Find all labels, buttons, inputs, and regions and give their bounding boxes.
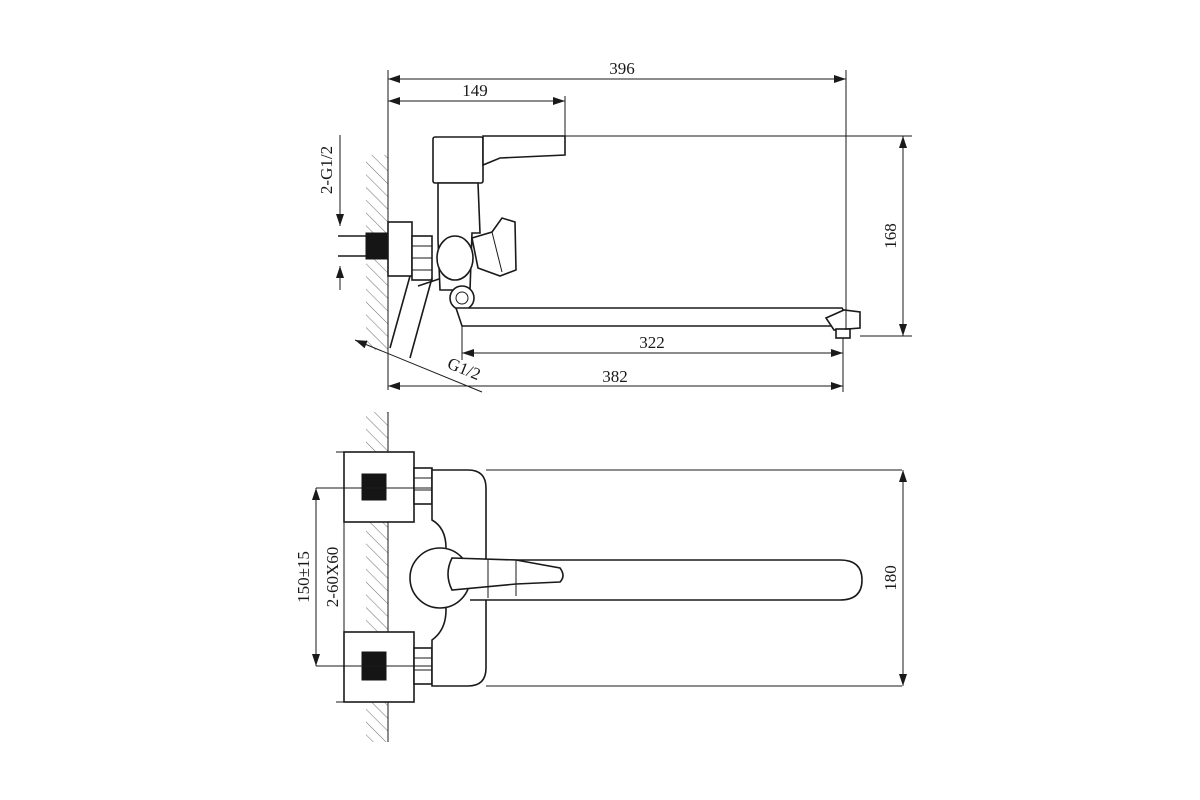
top-view: 180 150±15 2-60X60 [294, 412, 907, 742]
dim-eccentric: 2-60X60 [323, 451, 352, 703]
faucet-body [432, 135, 861, 339]
connection-fitting [338, 221, 443, 359]
dim-connection-thread: 2-G1/2 [317, 135, 344, 290]
dim-handle-offset: 149 [388, 81, 566, 136]
lever-plan [447, 557, 564, 591]
diverter-knob [471, 217, 517, 277]
dim-text-2-g1-2: 2-G1/2 [317, 146, 336, 194]
dim-text-180: 180 [881, 565, 900, 591]
dim-overall-length: 396 [387, 59, 847, 390]
thread-block-side [365, 232, 389, 260]
lever-handle [482, 135, 566, 167]
dim-text-168: 168 [881, 223, 900, 249]
dim-text-382: 382 [602, 367, 628, 386]
dim-diverter-thread: G1/2 [354, 339, 483, 393]
spout-plan [470, 559, 863, 601]
spout-side [454, 307, 859, 327]
dim-text-149: 149 [462, 81, 488, 100]
dim-depth: 180 [881, 470, 907, 686]
dim-height: 168 [565, 135, 912, 337]
lower-fitting [316, 631, 444, 703]
dim-text-2-60x60: 2-60X60 [323, 547, 342, 607]
dim-centers: 150±15 [294, 488, 320, 666]
dim-spout-reach: 322 [461, 326, 844, 360]
dim-text-150-15: 150±15 [294, 551, 313, 603]
upper-fitting [316, 451, 444, 523]
dim-body-length: 382 [388, 360, 844, 392]
dim-text-322: 322 [639, 333, 665, 352]
dim-text-396: 396 [609, 59, 635, 78]
side-view: 396 149 168 2-G1/2 322 [317, 59, 912, 393]
